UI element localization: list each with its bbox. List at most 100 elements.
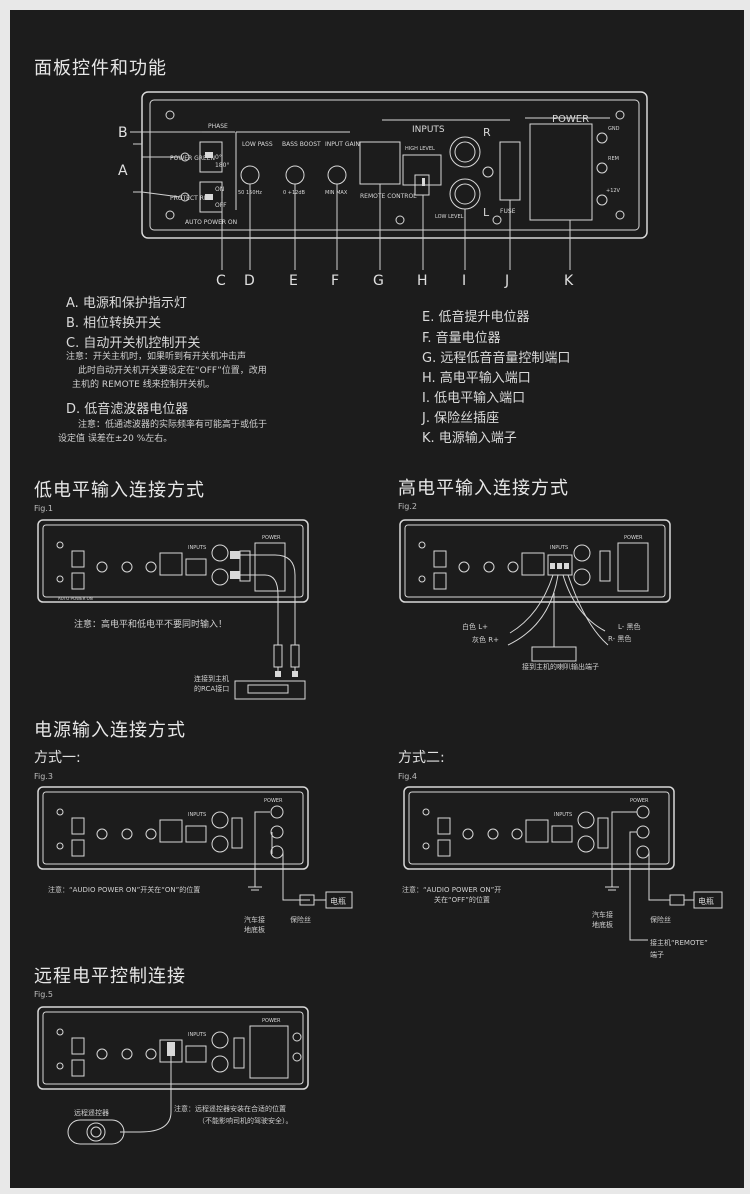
fig-4-note-1: 注意：“AUDIO POWER ON”开 [402,886,502,894]
fig-1-diagram: INPUTS POWER AUTO POWER ON [37,519,309,700]
fig-4-diagram: INPUTS POWER 电瓶 [403,786,723,941]
panel-input-gain: INPUT GAIN [325,141,360,148]
panel-phase-label: PHASE [208,123,228,130]
panel-gnd: GND [608,126,620,132]
panel-low-pass-range: 50 150Hz [238,190,262,196]
fig-4-ground-1: 汽车接 [592,911,613,919]
panel-rem: REM [608,156,619,162]
wire-l-plus: 白色 L+ [462,623,488,631]
method-2-title: 方式二: [398,750,445,766]
fig1-auto-power-on: AUTO POWER ON [58,596,93,601]
fig-3-fuse: 保险丝 [290,916,311,924]
item-i: I. 低电平输入端口 [422,391,526,406]
fig5-inputs: INPUTS [188,1032,206,1038]
fig-4-note-2: 关在“OFF”的位置 [434,896,490,904]
fig-5-diagram: INPUTS POWER [37,1006,309,1145]
panel-fuse: FUSE [500,208,516,215]
fig-3-ground-2: 地底板 [244,926,265,934]
item-g: G. 远程低音音量控制端口 [422,351,571,366]
fig-4-ground-2: 地底板 [592,921,613,929]
panel-auto-power-on: AUTO POWER ON [185,219,237,226]
method-1-title: 方式一: [34,750,81,766]
item-f: F. 音量电位器 [422,331,501,346]
callout-f: F [331,273,339,289]
fig3-battery: 电瓶 [330,896,346,906]
panel-12v: +12V [606,188,621,194]
fig-3-note: 注意：“AUDIO POWER ON”开关在“ON”的位置 [48,886,201,894]
note-d-1: 注意：低通滤波器的实际频率有可能高于或低于 [78,420,268,430]
item-c: C. 自动开关机控制开关 [66,336,201,351]
panel-power-green: POWER GREEN [170,155,215,162]
head-unit-label-1: 连接到主机 [194,675,229,683]
panel-remote-control: REMOTE CONTROL [360,193,417,200]
fig3-inputs: INPUTS [188,812,206,818]
note-d-2: 设定值 误差在±20 %左右。 [58,434,173,444]
remote-controller-label: 远程遥控器 [74,1109,109,1117]
note-c-2: 此时自动开关机开关要设定在“OFF”位置，改用 [78,366,267,376]
panel-off: OFF [215,202,227,209]
panel-input-gain-range: MIN MAX [325,190,348,196]
section-title-high-level: 高电平输入连接方式 [398,478,569,499]
item-a: A. 电源和保护指示灯 [66,296,187,311]
panel-low-pass: LOW PASS [242,141,273,148]
fig-4-label: Fig.4 [398,772,417,781]
item-b: B. 相位转换开关 [66,316,162,331]
fig-5-label: Fig.5 [34,990,53,999]
callout-g: G [373,273,384,289]
fig-4-remote-2: 端子 [650,951,664,959]
panel-inputs: INPUTS [412,125,445,135]
wire-r-minus: R- 黑色 [608,635,632,643]
section-title-low-level: 低电平输入连接方式 [34,480,205,501]
fig-2-caption: 接到主机的喇叭输出端子 [522,663,599,671]
fig-2-label: Fig.2 [398,502,417,511]
item-j: J. 保险丝插座 [422,411,500,426]
fig-1-label: Fig.1 [34,504,53,513]
fig-4-remote-1: 接主机“REMOTE” [650,939,708,947]
callout-e: E [289,273,298,289]
note-c-1: 注意：开关主机时，如果听到有开关机冲击声 [66,352,247,362]
callout-c: C [216,273,226,289]
fig-5-note-2: （不能影响司机的驾驶安全）。 [198,1117,293,1125]
item-h: H. 高电平输入端口 [422,371,531,386]
callout-h: H [417,273,428,289]
panel-low-level: LOW LEVEL [435,214,464,220]
fig-3-label: Fig.3 [34,772,53,781]
panel-0deg: 0° [215,154,222,161]
fig3-power: POWER [264,798,283,804]
callout-b: B [118,125,128,141]
fig4-inputs: INPUTS [554,812,572,818]
section-title-panel-controls: 面板控件和功能 [34,58,167,79]
callout-j: J [504,273,509,289]
fig4-power: POWER [630,798,649,804]
panel-on: ON [215,186,224,193]
item-k: K. 电源输入端子 [422,431,517,446]
panel-high-level: HIGH LEVEL [405,146,435,152]
callout-a: A [118,163,128,179]
panel-protect-red: PROTECT RED [170,195,213,202]
fig-5-note-1: 注意：远程遥控器安装在合适的位置 [174,1105,286,1113]
item-e: E. 低音提升电位器 [422,310,530,325]
fig-3-ground-1: 汽车接 [244,916,265,924]
fig1-inputs: INPUTS [188,545,206,551]
fig-3-diagram: INPUTS POWER 电瓶 [37,786,353,909]
fig-4-fuse: 保险丝 [650,916,671,924]
wire-l-minus: L- 黑色 [618,623,641,631]
callout-k: K [564,273,574,289]
fig4-battery: 电瓶 [698,896,714,906]
item-d: D. 低音滤波器电位器 [66,402,189,417]
panel-power: POWER [552,114,589,125]
manual-page: 面板控件和功能 [10,10,744,1188]
note-c-3: 主机的 REMOTE 线来控制开关机。 [72,380,215,390]
section-title-power-input: 电源输入连接方式 [34,720,186,741]
panel-bass-boost: BASS BOOST [282,141,321,148]
fig-2-diagram: INPUTS POWER [399,519,671,662]
panel-l: L [483,206,490,219]
fig1-power: POWER [262,535,281,541]
section-title-remote-control: 远程电平控制连接 [34,966,186,987]
panel-r: R [483,126,491,139]
wire-r-plus: 灰色 R+ [472,636,499,644]
callout-d: D [244,273,255,289]
main-panel-diagram: PHASE POWER GREEN 0° 180° PROTECT RED ON… [118,91,648,289]
head-unit-label-2: 的RCA接口 [194,685,230,693]
fig2-power: POWER [624,535,643,541]
